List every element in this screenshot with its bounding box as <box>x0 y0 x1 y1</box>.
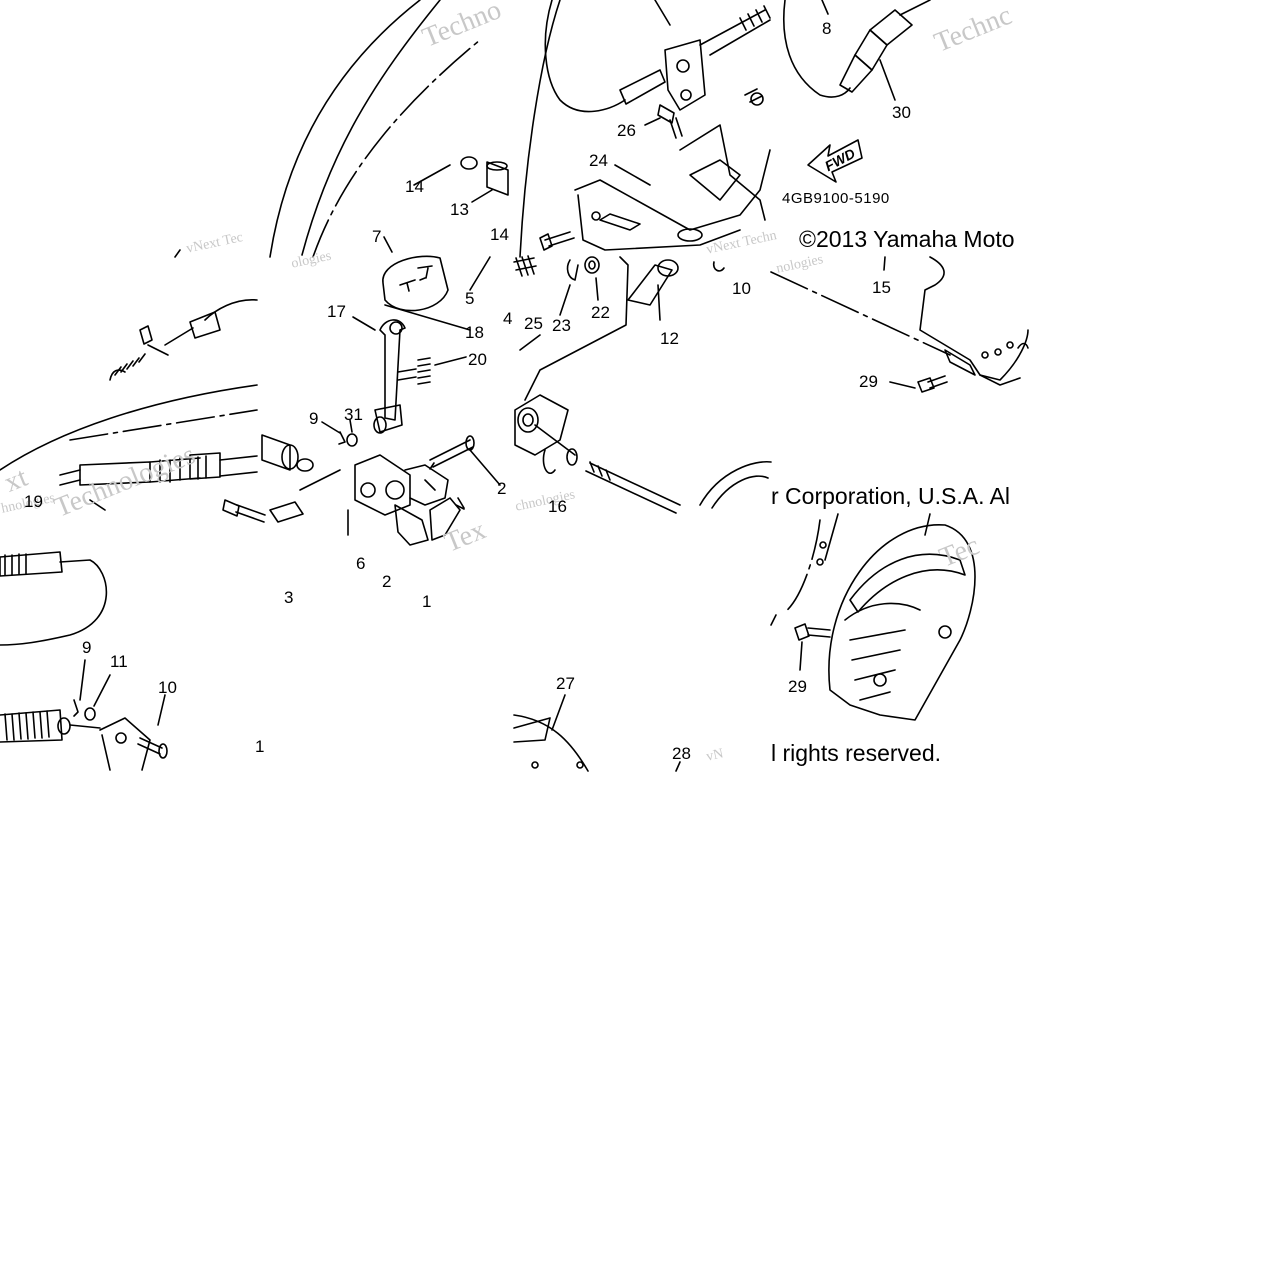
o-ring-14-shape <box>460 156 478 170</box>
callout-9: 9 <box>82 638 92 657</box>
callout-24: 24 <box>589 151 608 170</box>
part-code: 4GB9100-5190 <box>782 190 890 207</box>
callout-2: 2 <box>497 479 507 498</box>
callout-22: 22 <box>591 303 610 322</box>
callout-26: 26 <box>617 121 636 140</box>
bracket-25-shape <box>514 394 569 456</box>
callout-31: 31 <box>344 405 363 424</box>
callout-1: 1 <box>422 592 432 611</box>
callout-14: 14 <box>405 177 424 196</box>
copyright-notice: l rights reserved. <box>771 740 942 766</box>
callout-13: 13 <box>450 200 469 219</box>
callout-1: 1 <box>255 737 265 756</box>
callout-15: 15 <box>872 278 891 297</box>
lever-17-shape <box>379 319 406 421</box>
collar-13-shape <box>486 161 509 196</box>
callout-2: 2 <box>382 572 392 591</box>
tile-h-drum-plate <box>770 256 1029 393</box>
copyright-notice: r Corporation, U.S.A. Al <box>771 483 1011 509</box>
tile-f-shift-lever <box>222 255 501 546</box>
housing-6-shape <box>354 454 411 516</box>
callout-23: 23 <box>552 316 571 335</box>
callout-25: 25 <box>524 314 543 333</box>
callout-17: 17 <box>327 302 346 321</box>
tile-e-cable <box>0 249 258 511</box>
cable-end-e-shape <box>189 311 221 339</box>
tile-k-drum <box>513 694 681 772</box>
callout-19: 19 <box>24 492 43 511</box>
callout-30: 30 <box>892 103 911 122</box>
callout-27: 27 <box>556 674 575 693</box>
callout-8: 8 <box>822 19 832 38</box>
cable-adjuster-30-shape <box>869 9 913 46</box>
callout-16: 16 <box>548 497 567 516</box>
callout-7: 7 <box>372 227 382 246</box>
tile-l-drum-cover <box>770 513 976 721</box>
tile-i-cable-adjuster <box>0 551 168 771</box>
callout-29: 29 <box>859 372 878 391</box>
callout-9: 9 <box>309 409 319 428</box>
callout-12: 12 <box>660 329 679 348</box>
tile-c-bracket <box>519 0 771 258</box>
callout-29: 29 <box>788 677 807 696</box>
knob-18-shape <box>382 255 449 312</box>
drum-cover-shape <box>828 524 976 721</box>
callout-18: 18 <box>465 323 484 342</box>
callout-14: 14 <box>490 225 509 244</box>
callout-28: 28 <box>672 744 691 763</box>
callout-4: 4 <box>503 309 513 328</box>
tile-g-linkage <box>513 255 772 514</box>
copyright-notice: ©2013 Yamaha Moto <box>799 226 1015 252</box>
fwd-arrow-shape <box>807 139 863 183</box>
callout-10: 10 <box>732 279 751 298</box>
callout-20: 20 <box>468 350 487 369</box>
lever-12-shape <box>627 264 673 306</box>
callout-3: 3 <box>284 588 294 607</box>
cable-end-shape <box>619 69 666 105</box>
lever-1-shape <box>429 497 461 541</box>
tile-b-fender-curves <box>269 0 509 291</box>
callout-11: 11 <box>110 652 128 671</box>
callout-10: 10 <box>158 678 177 697</box>
tile-d-cable-30 <box>782 0 931 183</box>
callout-6: 6 <box>356 554 366 573</box>
callout-5: 5 <box>465 289 475 308</box>
